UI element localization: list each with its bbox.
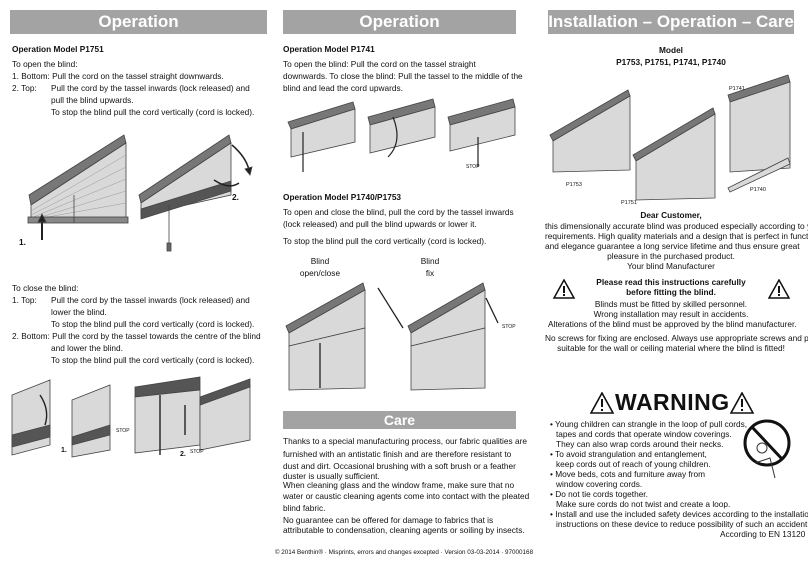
care-line-2: furnished with an antistatic finish and … bbox=[283, 449, 512, 459]
illustration-p1751-close bbox=[11, 376, 251, 458]
illustration-p1751-open bbox=[27, 134, 253, 252]
blind-fix-2: fix bbox=[425, 268, 435, 278]
warning-line-4: • To avoid strangulation and entanglemen… bbox=[550, 449, 707, 459]
warning-line-6: • Move beds, cots and furniture away fro… bbox=[550, 469, 706, 479]
care-line-4: duster is usually sufficient. bbox=[283, 471, 380, 481]
warning-title: WARNING bbox=[615, 389, 730, 415]
left-label-1: 1. bbox=[19, 237, 26, 247]
dear-line-3: and elegance guarantee a long service li… bbox=[545, 241, 800, 251]
header-right: Installation – Operation – Care bbox=[548, 10, 794, 34]
header-middle: Operation bbox=[283, 10, 516, 34]
close-step-1-label: 1. Top: bbox=[12, 295, 37, 305]
warning-line-3: They can also wrap cords around their ne… bbox=[556, 439, 724, 449]
middle-p1-line1: To open the blind: Pull the cord on the … bbox=[283, 59, 476, 69]
read-line-2: before fitting the blind. bbox=[626, 287, 716, 297]
middle-p1-line2: downwards. To close the blind: Pull the … bbox=[283, 71, 523, 81]
open-step-2-line3: To stop the blind pull the cord vertical… bbox=[51, 107, 255, 117]
footer: © 2014 Benthin® · Misprints, errors and … bbox=[274, 549, 534, 556]
open-step-1: 1. Bottom: Pull the cord on the tassel s… bbox=[12, 71, 224, 81]
care-line-3: dust and dirt. Occasional brushing with … bbox=[283, 461, 516, 471]
close-step-2-line1: 2. Bottom: Pull the cord by the tassel t… bbox=[12, 331, 261, 341]
dear-line-1: this dimensionally accurate blind was pr… bbox=[545, 221, 808, 231]
warning-line-10: • Install and use the included safety de… bbox=[550, 509, 808, 519]
care-line-5: When cleaning glass and the window frame… bbox=[283, 480, 515, 490]
open-intro: To open the blind: bbox=[12, 59, 78, 69]
middle-p3: To stop the blind pull the cord vertical… bbox=[283, 236, 487, 246]
left-label-1b: 1. bbox=[61, 447, 67, 454]
warning-line-7: window covering cords. bbox=[556, 479, 643, 489]
close-step-1-line2: lower the blind. bbox=[51, 307, 107, 317]
warning-line-12: According to EN 13120 bbox=[720, 529, 806, 539]
left-stop-a: STOP bbox=[116, 428, 130, 434]
label-p1740: P1740 bbox=[750, 187, 766, 193]
care-line-9: attributable to condensation, cleaning a… bbox=[283, 525, 525, 535]
care-header: Care bbox=[283, 411, 516, 429]
middle-stop: STOP bbox=[466, 164, 480, 170]
label-p1753: P1753 bbox=[566, 182, 582, 188]
middle-p1-line3: blind and lead the cord upwards. bbox=[283, 83, 403, 93]
left-label-2b: 2. bbox=[180, 451, 186, 458]
warning-line-9: Make sure cords do not twist and create … bbox=[556, 499, 731, 509]
caution-icon bbox=[553, 279, 575, 299]
rule-line-3: Alterations of the blind must be approve… bbox=[548, 319, 797, 329]
label-p1741: P1741 bbox=[729, 86, 745, 92]
dear-line-5: Your blind Manufacturer bbox=[627, 261, 715, 271]
warning-line-11: instructions on these device to reduce p… bbox=[556, 519, 808, 529]
close-step-2-line3: To stop the blind pull the cord vertical… bbox=[51, 355, 255, 365]
rule-line-1: Blinds must be fitted by skilled personn… bbox=[594, 299, 748, 309]
warning-line-1: • Young children can strangle in the loo… bbox=[550, 419, 748, 429]
open-step-2-label: 2. Top: bbox=[12, 83, 37, 93]
dear-customer: Dear Customer, bbox=[640, 210, 702, 220]
open-step-2-line1: Pull the cord by the tassel inwards (loc… bbox=[51, 83, 250, 93]
warning-icon bbox=[730, 392, 754, 414]
dear-line-4: pleasure in the purchased product. bbox=[607, 251, 735, 261]
middle-stop-2: STOP bbox=[502, 324, 516, 330]
header-left: Operation bbox=[10, 10, 267, 34]
care-line-6: water or caustic cleaning agents come in… bbox=[283, 491, 530, 501]
screw-line-2: suitable for the wall or ceiling materia… bbox=[557, 343, 785, 353]
illustration-p1740-p1753 bbox=[285, 282, 499, 391]
close-intro: To close the blind: bbox=[12, 283, 79, 293]
screw-line-1: No screws for fixing are enclosed. Alway… bbox=[545, 333, 808, 343]
close-step-2-line2: and lower the blind. bbox=[51, 343, 123, 353]
care-line-7: blind fabric. bbox=[283, 503, 326, 513]
close-step-1-line1: Pull the cord by the tassel inwards (loc… bbox=[51, 295, 250, 305]
blind-fix-1: Blind bbox=[420, 256, 440, 266]
middle-title-1: Operation Model P1741 bbox=[283, 44, 375, 54]
middle-p2-line1: To open and close the blind, pull the co… bbox=[283, 207, 514, 217]
warning-line-5: keep cords out of reach of young childre… bbox=[556, 459, 711, 469]
warning-icon bbox=[590, 392, 614, 414]
blind-open-close-2: open/close bbox=[299, 268, 341, 278]
rule-line-2: Wrong installation may result in acciden… bbox=[593, 309, 749, 319]
middle-p2-line2: (lock released) and pull the blind upwar… bbox=[283, 219, 477, 229]
label-p1751: P1751 bbox=[621, 200, 637, 206]
dear-line-2: requirements. High quality materials and… bbox=[545, 231, 808, 241]
warning-line-8: • Do not tie cords together. bbox=[550, 489, 648, 499]
blind-open-close-1: Blind bbox=[310, 256, 330, 266]
close-step-1-line3: To stop the blind pull the cord vertical… bbox=[51, 319, 255, 329]
child-cord-prohibited-icon bbox=[743, 419, 791, 479]
caution-icon bbox=[768, 279, 790, 299]
left-title: Operation Model P1751 bbox=[12, 44, 104, 54]
illustration-models bbox=[549, 74, 791, 201]
illustration-p1741 bbox=[287, 98, 516, 172]
warning-line-2: tapes and cords that operate window cove… bbox=[556, 429, 732, 439]
open-step-2-line2: pull the blind upwards. bbox=[51, 95, 134, 105]
model-list: P1753, P1751, P1741, P1740 bbox=[616, 57, 726, 67]
model-label: Model bbox=[659, 45, 683, 55]
read-line-1: Please read this instructions carefully bbox=[596, 277, 746, 287]
care-line-1: Thanks to a special manufacturing proces… bbox=[283, 436, 527, 446]
middle-title-2: Operation Model P1740/P1753 bbox=[283, 192, 402, 202]
left-label-2: 2. bbox=[232, 192, 239, 202]
care-line-8: No guarantee can be offered for damage t… bbox=[283, 515, 494, 525]
left-stop-b: STOP bbox=[190, 449, 204, 455]
